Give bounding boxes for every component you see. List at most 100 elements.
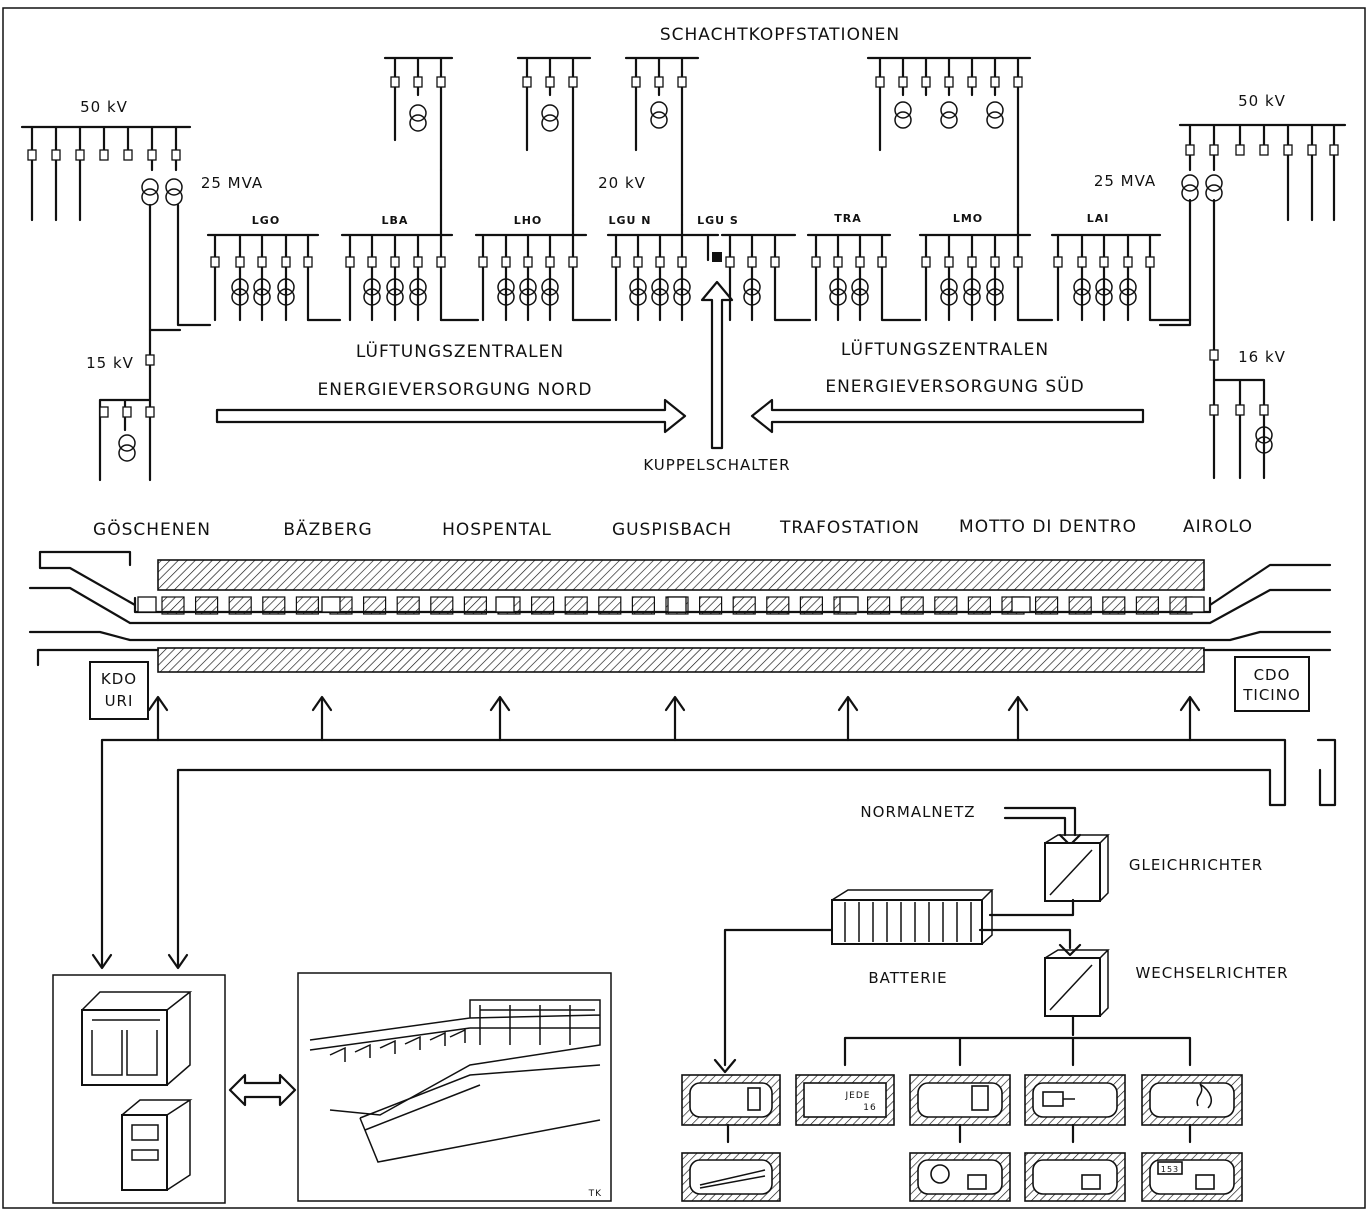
svg-text:KDO: KDO [101,670,137,688]
ventilation-stations [206,213,1192,322]
location-goeschenen: GÖSCHENEN [93,518,211,540]
signature: TK [588,1189,602,1199]
tunnel-duct-segment [430,596,454,615]
panel-text-line1: JEDE [845,1091,871,1101]
arrow-north-icon [215,398,687,434]
counter-text: 153 [1161,1165,1179,1174]
svg-text:URI: URI [105,692,134,710]
consumer-row-2: 153 [681,1152,1243,1202]
voltage-15: 15 kV [86,354,134,372]
up-arrow-icon [147,695,169,712]
tunnel-duct-segment [1135,596,1160,615]
ventilation-label-south: LÜFTUNGSZENTRALEN [841,338,1049,360]
tunnel-duct-segment [396,596,420,615]
location-guspisbach: GUSPISBACH [612,520,732,540]
tunnel-duct-segment [1102,596,1126,615]
location-motto-di-dentro: MOTTO DI DENTRO [959,517,1137,537]
station-label-lgu-n: LGU N [608,214,651,227]
control-network [91,695,1337,970]
tunnel-shaft-opening [321,596,341,613]
voltage-16: 16 kV [1238,348,1286,366]
tunnel-duct-segment [732,596,756,615]
up-arrow-icon [1179,695,1201,712]
voltage-20: 20 kV [598,174,646,192]
energy-north-label: ENERGIEVERSORGUNG NORD [317,380,592,400]
tunnel-shaft-opening [839,596,859,613]
control-cabinets [52,974,226,1204]
down-arrow-icon [91,953,113,970]
normalnetz-label: NORMALNETZ [860,803,975,821]
tunnel-shaft-opening [1011,596,1031,613]
station-label-lmo: LMO [953,212,983,225]
tunnel-duct-segment [295,596,319,615]
up-arrow-icon [311,695,333,712]
tunnel [28,550,1332,673]
shaft-head-stations [383,56,1032,217]
batterie-label: BATTERIE [868,969,947,987]
up-arrow-icon [837,695,859,712]
mva-south: 25 MVA [1094,172,1156,190]
arrow-south-icon [750,398,1145,434]
tunnel-duct-segment [598,596,622,615]
coupler-label: KUPPELSCHALTER [643,456,790,474]
gleichrichter-unit [1044,834,1110,902]
location-airolo: AIROLO [1183,517,1253,537]
energy-south-label: ENERGIEVERSORGUNG SÜD [825,375,1084,397]
up-arrow-icon [1007,695,1029,712]
tunnel-shaft-opening [667,596,687,613]
location-baezberg: BÄZBERG [283,519,372,540]
south-supply [1158,123,1347,480]
tunnel-duct-segment [799,596,824,615]
tunnel-duct-segment [866,596,891,615]
tunnel-duct-segment [195,596,219,615]
svg-text:CDO: CDO [1254,666,1291,684]
tunnel-duct-segment [900,596,924,615]
voltage-north-50: 50 kV [80,98,128,116]
ventilation-label-north: LÜFTUNGSZENTRALEN [356,340,564,362]
shaft-head-label: SCHACHTKOPFSTATIONEN [660,25,900,45]
location-trafostation: TRAFOSTATION [779,518,920,538]
tunnel-duct-segment [934,596,958,615]
tunnel-shaft-opening [495,596,515,613]
tunnel-duct-segment [161,596,185,615]
mva-north: 25 MVA [201,174,263,192]
tunnel-duct-segment [463,596,487,615]
svg-text:TICINO: TICINO [1242,686,1301,704]
station-label-lgo: LGO [252,214,280,227]
tunnel-duct-segment [766,596,790,615]
station-label-lai: LAI [1087,212,1110,225]
tunnel-duct-segment [228,596,252,615]
station-label-lba: LBA [382,214,409,227]
gleichrichter-label: GLEICHRICHTER [1129,856,1263,874]
station-label-tra: TRA [834,212,862,225]
tunnel-duct-segment [631,596,656,615]
tunnel-duct-segment [363,596,387,615]
location-hospental: HOSPENTAL [442,520,552,540]
outer-frame [2,7,1366,1209]
up-arrow-icon [489,695,511,712]
north-supply [20,125,212,482]
tunnel-shaft-opening [137,596,157,613]
tunnel-duct-segment [1034,596,1059,615]
tunnel-duct-segment [564,596,588,615]
wechselrichter-unit [1044,949,1110,1017]
up-arrow-icon [664,695,686,712]
station-label-lgu-s: LGU S [697,214,739,227]
batterie-unit [831,889,994,945]
voltage-south-50: 50 kV [1238,92,1286,110]
consumer-row-1: JEDE 16 [681,1074,1243,1126]
cdo-ticino-box: CDO TICINO [1234,656,1310,712]
wechselrichter-label: WECHSELRICHTER [1135,964,1288,982]
double-arrow-icon [228,1073,297,1107]
panel-text-line2: 16 [863,1103,876,1113]
tunnel-shaft-opening [1185,596,1205,613]
tunnel-duct-segment [530,596,555,615]
station-label-lho: LHO [514,214,543,227]
tunnel-duct-segment [698,596,723,615]
tunnel-duct-segment [967,596,992,615]
kdo-uri-box: KDO URI [89,661,149,720]
coupler-arrow-icon [700,280,734,450]
tunnel-duct-segment [262,596,286,615]
control-room-illustration: TK [297,972,612,1202]
